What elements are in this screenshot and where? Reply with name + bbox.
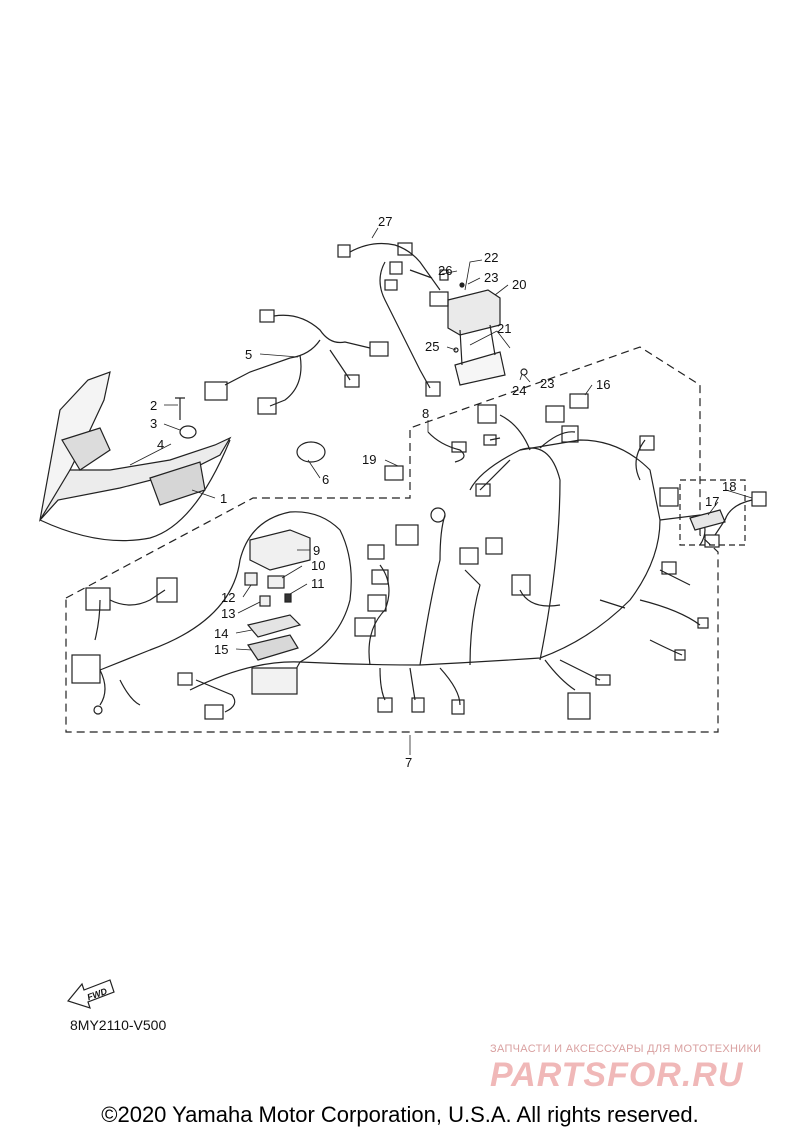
- callout-27: 27: [378, 214, 392, 229]
- sub-wire-harness: [204, 309, 389, 415]
- sub-lead-harness: [337, 242, 449, 397]
- callout-3: 3: [150, 416, 157, 431]
- diagram-code: 8MY2110-V500: [70, 1017, 167, 1033]
- callout-13: 13: [221, 606, 235, 621]
- callout-23: 23: [484, 270, 498, 285]
- bolt: [175, 397, 185, 420]
- callout-25: 25: [425, 339, 439, 354]
- callout-18: 18: [722, 479, 736, 494]
- callout-14: 14: [214, 626, 228, 641]
- headlight-cowl: [39, 371, 232, 542]
- callout-1: 1: [220, 491, 227, 506]
- callout-21: 21: [497, 321, 511, 336]
- control-unit-assembly: [447, 282, 528, 386]
- clamp: [179, 425, 197, 439]
- watermark-logo: PARTSFOR.RU: [490, 1056, 744, 1094]
- callout-2: 2: [150, 398, 157, 413]
- callout-24: 24: [512, 383, 526, 398]
- label-boundary: [679, 479, 746, 546]
- callout-22: 22: [484, 250, 498, 265]
- main-wire-harness: [71, 404, 709, 720]
- fwd-arrow: FWD: [66, 979, 115, 1009]
- callout-10: 10: [311, 558, 325, 573]
- callout-9: 9: [313, 543, 320, 558]
- callout-12: 12: [221, 590, 235, 605]
- band: [296, 441, 326, 463]
- callout-7: 7: [405, 755, 412, 770]
- callout-15: 15: [214, 642, 228, 657]
- harness-boundary: [65, 346, 719, 733]
- fuse-box-assembly: [244, 529, 311, 661]
- callout-5: 5: [245, 347, 252, 362]
- callout-20: 20: [512, 277, 526, 292]
- callout-8: 8: [422, 406, 429, 421]
- callout-4: 4: [157, 437, 164, 452]
- watermark-tagline: ЗАПЧАСТИ И АКСЕССУАРЫ ДЛЯ МОТОТЕХНИКИ: [490, 1043, 762, 1055]
- callout-11: 11: [311, 576, 325, 591]
- callout-17: 17: [705, 494, 719, 509]
- callout-6: 6: [322, 472, 329, 487]
- callout-19: 19: [362, 452, 376, 467]
- callout-26: 26: [438, 263, 452, 278]
- callout-16: 16: [596, 377, 610, 392]
- callout-23b: 23: [540, 376, 554, 391]
- copyright-notice: ©2020 Yamaha Motor Corporation, U.S.A. A…: [101, 1102, 699, 1127]
